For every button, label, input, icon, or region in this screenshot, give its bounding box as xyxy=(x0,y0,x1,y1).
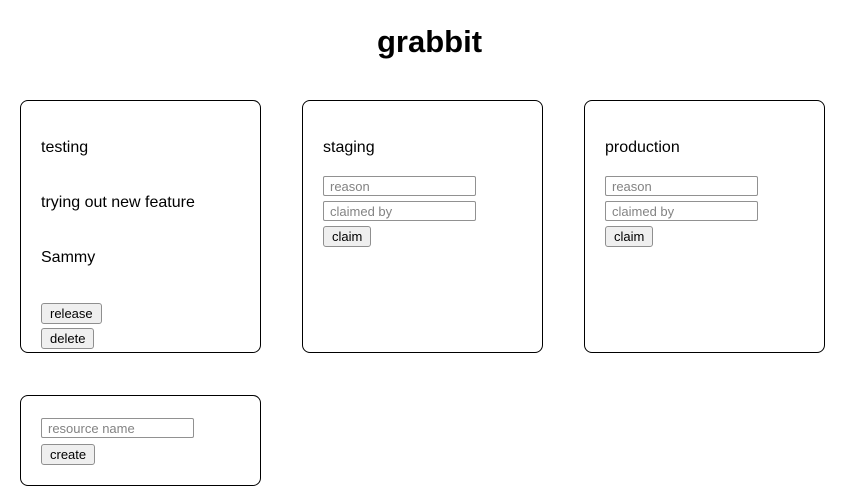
claim-button[interactable]: claim xyxy=(605,226,654,247)
resource-board: testing trying out new feature Sammy rel… xyxy=(20,100,859,353)
create-resource-card: create xyxy=(20,395,261,486)
claimed-by-text: Sammy xyxy=(41,249,96,266)
delete-button[interactable]: delete xyxy=(41,328,95,349)
resource-name-label: testing xyxy=(41,139,89,156)
resource-card-testing: testing trying out new feature Sammy rel… xyxy=(20,100,261,353)
claim-reason-text: trying out new feature xyxy=(41,194,195,211)
claim-button[interactable]: claim xyxy=(323,226,372,247)
resource-name-input[interactable] xyxy=(41,418,194,438)
claimed-by-input[interactable] xyxy=(323,201,476,221)
resource-card-staging: staging claim xyxy=(302,100,543,353)
reason-input[interactable] xyxy=(323,176,476,196)
create-button[interactable]: create xyxy=(41,444,96,465)
claimed-by-input[interactable] xyxy=(605,201,758,221)
resource-card-production: production claim xyxy=(584,100,825,353)
page-title: grabbit xyxy=(376,24,483,59)
resource-name-label: staging xyxy=(323,139,375,156)
release-button[interactable]: release xyxy=(41,303,102,324)
resource-name-label: production xyxy=(605,139,680,156)
reason-input[interactable] xyxy=(605,176,758,196)
